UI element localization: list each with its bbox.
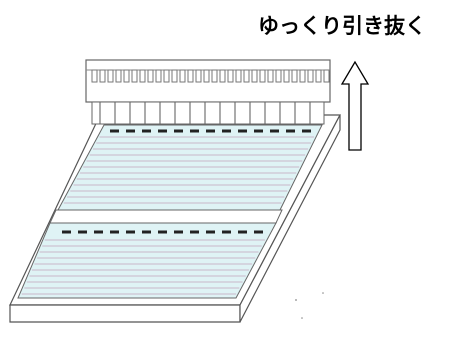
instruction-text: ゆっくり引き抜く	[258, 14, 426, 38]
gel-lower	[17, 222, 277, 299]
gel-upper	[57, 124, 323, 211]
comb	[85, 59, 331, 125]
well-strip	[49, 209, 283, 224]
specks	[295, 292, 324, 319]
arrow-up-icon	[340, 60, 370, 151]
